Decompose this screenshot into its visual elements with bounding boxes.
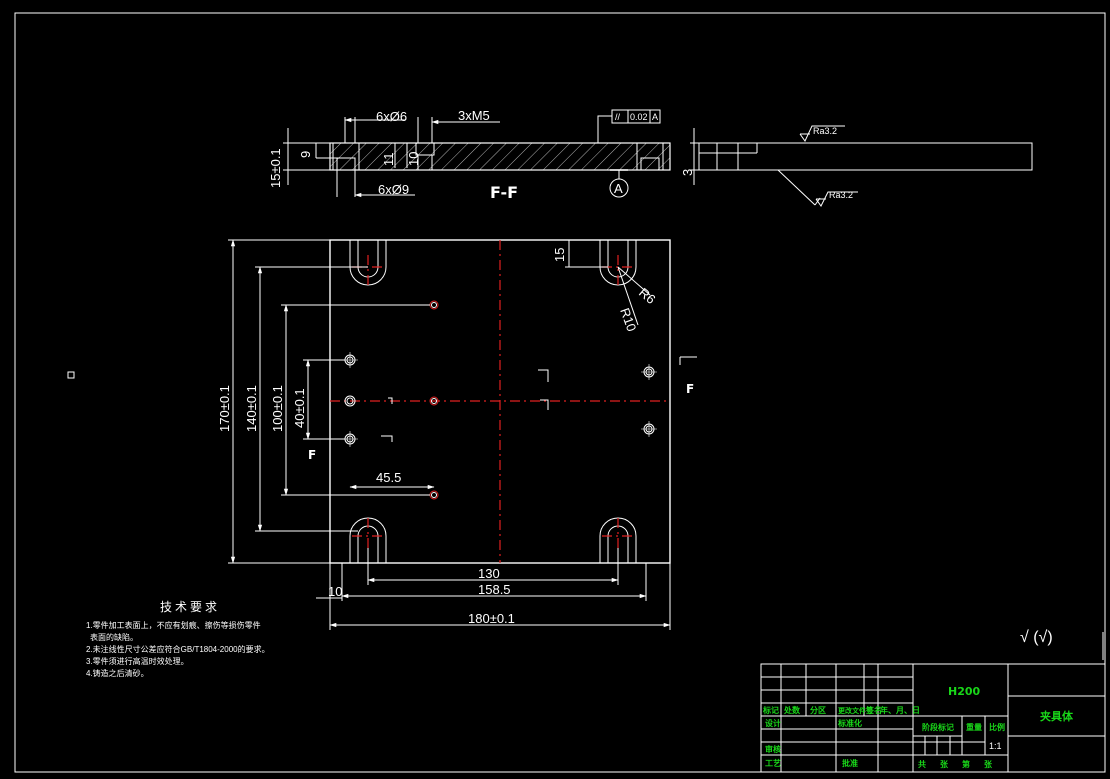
section-mark-right: F [686,382,694,396]
dim-10-plan: 10 [328,584,342,599]
svg-text:A: A [652,112,658,122]
svg-text:共: 共 [918,759,926,769]
svg-text:4.铸造之后清砂。: 4.铸造之后清砂。 [86,668,149,678]
marker-square [67,371,75,379]
roughness-top: Ra3.2 [813,126,837,136]
dim-45-5: 45.5 [376,470,401,485]
dim-170: 170±0.1 [217,385,232,432]
dim-130: 130 [478,566,500,581]
roughness-bottom: Ra3.2 [829,190,853,200]
svg-text:0.02: 0.02 [630,112,648,122]
dim-40: 40±0.1 [292,388,307,428]
threaded-hole [429,300,439,310]
section-view: 6xØ6 3xM5 6xØ9 15±0.1 9 11 10 // 0.02 A … [268,108,671,202]
dim-11: 11 [381,153,396,167]
svg-text:张: 张 [940,760,949,769]
svg-text:表面的缺陷。: 表面的缺陷。 [90,632,138,642]
svg-text:审核: 审核 [765,744,781,754]
svg-text:处数: 处数 [783,705,801,715]
svg-text:批准: 批准 [842,758,858,768]
threaded-hole [429,396,439,406]
material: H200 [948,685,981,698]
title-block: 标记 处数 分区 更改文件号 签名 年、月、日 设计 标准化 审核 工艺 批准 … [760,663,1106,773]
side-view: 3 Ra3.2 Ra3.2 [680,125,1033,207]
svg-text:第: 第 [962,759,970,769]
svg-text:阶段标记: 阶段标记 [922,722,954,732]
svg-text:比例: 比例 [989,722,1005,732]
tech-title: 技术要求 [160,600,220,614]
side-body [698,142,1033,171]
dim-holes-top: 6xØ6 [376,109,407,124]
part-name: 夹具体 [1040,709,1074,723]
svg-text://: // [615,112,621,122]
svg-text:2.未注线性尺寸公差应符合GB/T1804-2000的要求。: 2.未注线性尺寸公差应符合GB/T1804-2000的要求。 [86,644,270,654]
tech-requirements: 技术要求 1.零件加工表面上，不应有划痕、擦伤等损伤零件 表面的缺陷。 2.未注… [86,600,270,678]
svg-text:1.零件加工表面上，不应有划痕、擦伤等损伤零件: 1.零件加工表面上，不应有划痕、擦伤等损伤零件 [86,620,261,630]
dim-threads: 3xM5 [458,108,490,123]
section-label: F-F [490,183,518,202]
dim-holes-bottom: 6xØ9 [378,182,409,197]
svg-text:A: A [614,181,623,196]
dim-180: 180±0.1 [468,611,515,626]
svg-text:更改文件号: 更改文件号 [838,706,873,715]
outer-frame [14,12,1106,773]
svg-text:签名: 签名 [865,705,882,715]
dim-140: 140±0.1 [244,385,259,432]
roughness-note: √ (√) [1020,629,1053,646]
plan-view: 170±0.1 140±0.1 100±0.1 40±0.1 F 15 R6 R… [217,239,697,630]
svg-text:分区: 分区 [810,705,826,715]
threaded-hole [429,490,439,500]
svg-text:3.零件须进行高温时效处理。: 3.零件须进行高温时效处理。 [86,656,189,666]
section-mark-left: F [308,448,316,462]
svg-text:张: 张 [984,760,993,769]
svg-text:标记: 标记 [762,705,779,715]
dim-9: 9 [298,151,313,158]
svg-text:工艺: 工艺 [765,758,781,768]
dim-158-5: 158.5 [478,582,511,597]
svg-text:重量: 重量 [966,722,982,732]
dim-10: 10 [406,152,421,166]
section-body [329,142,671,171]
dim-thickness: 15±0.1 [268,148,283,188]
dim-r10: R10 [617,306,639,334]
dim-15: 15 [552,248,567,262]
scale: 1:1 [989,741,1002,751]
dim-3: 3 [680,169,695,176]
hole [344,395,356,407]
dim-r6: R6 [636,285,658,307]
svg-text:年、月、日: 年、月、日 [880,705,920,715]
svg-text:标准化: 标准化 [837,718,862,728]
svg-text:设计: 设计 [765,718,781,728]
dim-100: 100±0.1 [270,385,285,432]
